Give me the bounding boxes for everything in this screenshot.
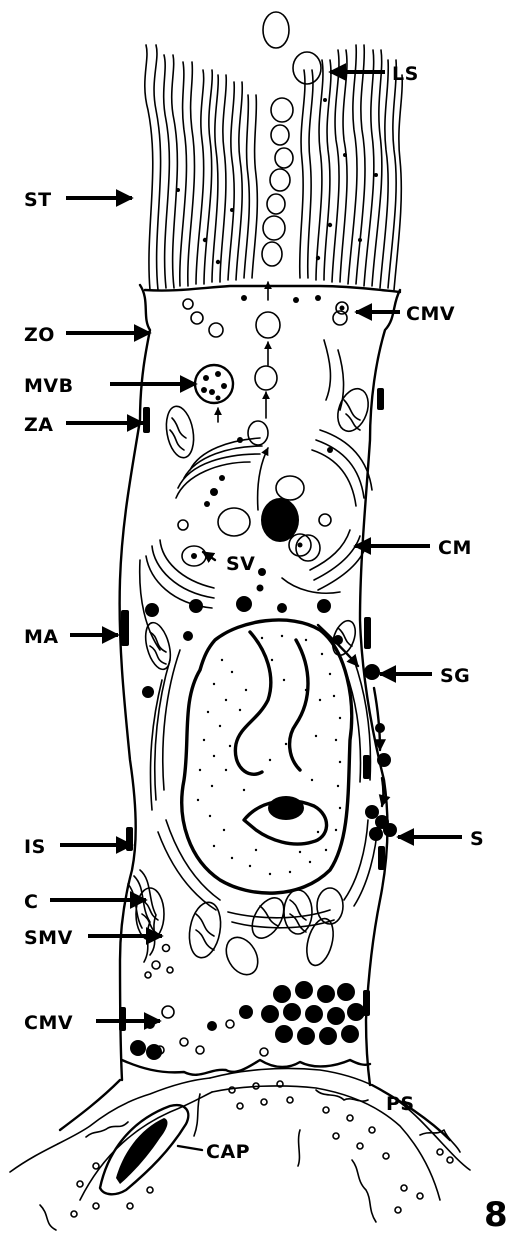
label-sg: SG bbox=[440, 665, 470, 687]
label-st: ST bbox=[24, 189, 52, 211]
cell-membrane bbox=[60, 285, 450, 1140]
label-cm: CM bbox=[438, 537, 472, 559]
figure-number: 8 bbox=[484, 1195, 508, 1235]
endoplasmic-reticulum bbox=[140, 560, 378, 928]
label-zo: ZO bbox=[24, 324, 55, 346]
nucleus bbox=[182, 620, 352, 893]
label-mvb: MVB bbox=[24, 375, 74, 397]
luminal-secretion bbox=[262, 12, 321, 266]
label-s: S bbox=[470, 828, 484, 850]
label-cmv-top: CMV bbox=[406, 303, 455, 325]
label-smv: SMV bbox=[24, 927, 73, 949]
label-sv: SV bbox=[226, 553, 255, 575]
multivesicular-body bbox=[195, 365, 233, 403]
label-za: ZA bbox=[24, 414, 53, 436]
mitochondria-middle bbox=[141, 618, 359, 672]
label-ma: MA bbox=[24, 626, 59, 648]
label-ls: LS bbox=[392, 63, 419, 85]
label-cap: CAP bbox=[206, 1141, 250, 1163]
basal-granules bbox=[130, 981, 365, 1060]
capillary-lumen bbox=[100, 1105, 188, 1194]
label-cmv-bottom: CMV bbox=[24, 1012, 73, 1034]
cap-pointer bbox=[178, 1146, 202, 1150]
label-ps: PS bbox=[386, 1093, 415, 1115]
label-c: C bbox=[24, 891, 38, 913]
mitochondria-basal bbox=[136, 888, 343, 980]
label-is: IS bbox=[24, 836, 46, 858]
apical-arrows bbox=[218, 282, 268, 510]
stereocilia bbox=[145, 45, 403, 290]
